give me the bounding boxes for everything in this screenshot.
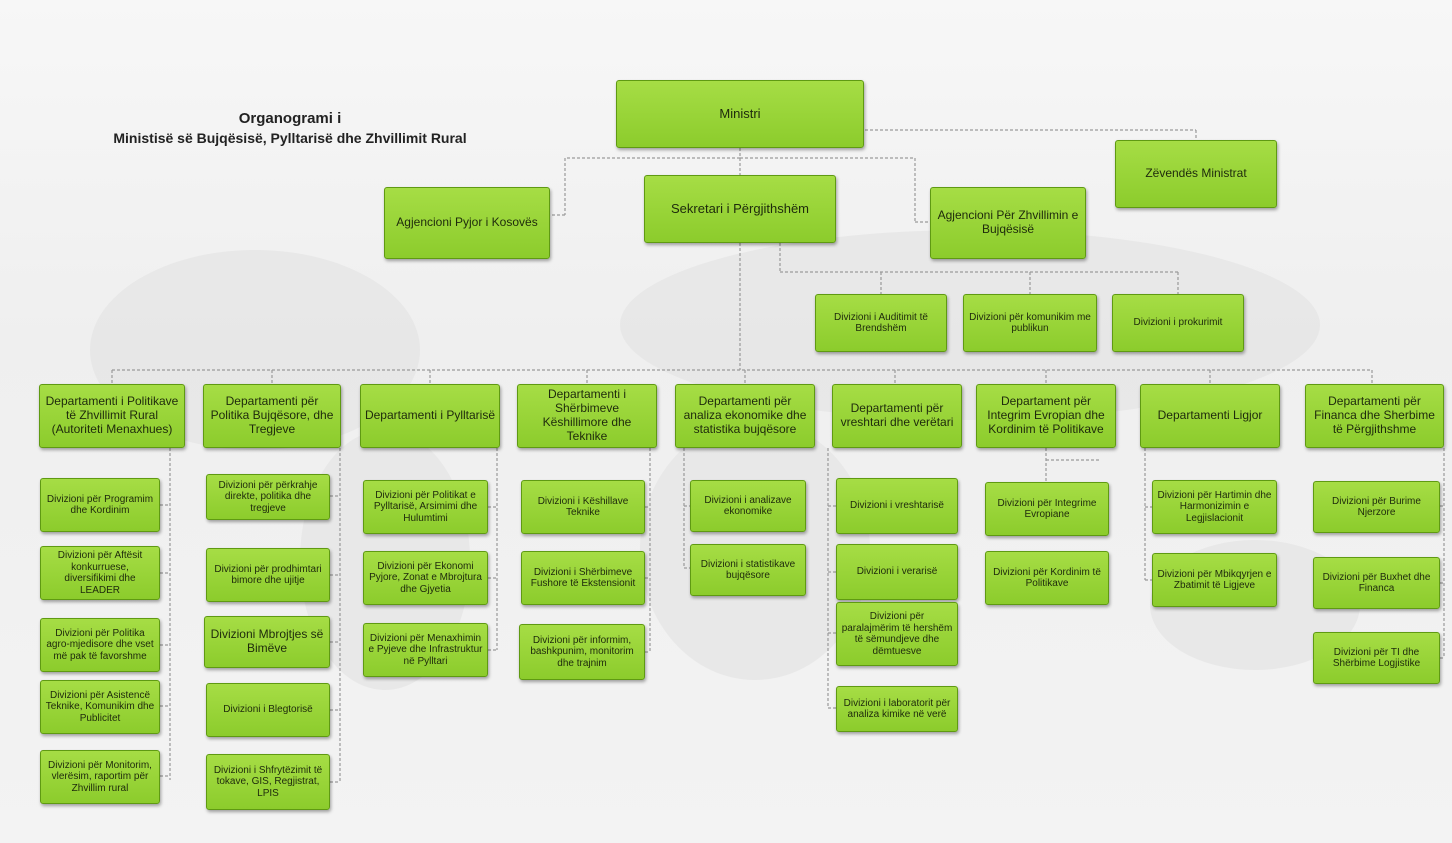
division-label: Divizioni i Blegtorisë bbox=[223, 704, 313, 716]
division-label: Divizioni i Shfrytëzimit të tokave, GIS,… bbox=[213, 764, 323, 799]
secretary-general-box: Sekretari i Përgjithshëm bbox=[644, 175, 836, 243]
division-box: Divizioni për paralajmërim të hershëm të… bbox=[836, 602, 958, 666]
department-label: Departamenti për Politika Bujqësore, dhe… bbox=[210, 394, 334, 436]
procurement-division-label: Divizioni i prokurimit bbox=[1133, 317, 1223, 329]
communication-division-label: Divizioni për komunikim me publikun bbox=[969, 311, 1091, 335]
department-label: Departamenti për Financa dhe Sherbime të… bbox=[1314, 394, 1435, 436]
division-box: Divizioni për Politikat e Pylltarisë, Ar… bbox=[363, 480, 488, 534]
department-box: Departamenti i Politikave të Zhvillimit … bbox=[39, 384, 185, 448]
division-label: Divizioni i Këshillave Teknike bbox=[537, 495, 629, 519]
agriculture-agency-box: Agjencioni Për Zhvillimin e Bujqësisë bbox=[930, 187, 1086, 259]
deputy-minister-box: Zëvendës Ministrat bbox=[1115, 140, 1277, 208]
division-label: Divizioni i statistikave bujqësore bbox=[700, 558, 796, 582]
division-label: Divizioni për informim, bashkpunim, moni… bbox=[530, 634, 634, 669]
minister-label: Ministri bbox=[719, 105, 761, 121]
division-box: Divizioni i statistikave bujqësore bbox=[690, 544, 806, 596]
division-box: Divizioni për Programim dhe Kordinim bbox=[40, 478, 160, 532]
division-box: Divizioni për informim, bashkpunim, moni… bbox=[519, 624, 645, 680]
communication-division-box: Divizioni për komunikim me publikun bbox=[963, 294, 1097, 352]
division-label: Divizioni për Burime Njerzore bbox=[1332, 495, 1421, 519]
division-label: Divizioni për Programim dhe Kordinim bbox=[46, 493, 154, 517]
audit-division-label: Divizioni i Auditimit të Brendshëm bbox=[834, 311, 928, 335]
division-label: Divizioni për prodhimtari bimore dhe uji… bbox=[214, 563, 322, 587]
division-box: Divizioni për Menaxhimin e Pyjeve dhe In… bbox=[363, 623, 488, 677]
division-label: Divizioni për Menaxhimin e Pyjeve dhe In… bbox=[368, 632, 483, 667]
department-box: Departamenti për Politika Bujqësore, dhe… bbox=[203, 384, 341, 448]
minister-box: Ministri bbox=[616, 80, 864, 148]
department-label: Departamenti i Politikave të Zhvillimit … bbox=[45, 394, 179, 436]
division-label: Divizioni i laboratorit për analiza kimi… bbox=[843, 697, 951, 721]
department-box: Departamenti i Shërbimeve Këshillimore d… bbox=[517, 384, 657, 448]
division-box: Divizioni për Buxhet dhe Financa bbox=[1313, 557, 1440, 609]
division-label: Divizioni i verarisë bbox=[856, 566, 938, 578]
division-box: Divizioni i Shfrytëzimit të tokave, GIS,… bbox=[206, 754, 330, 810]
department-box: Departamenti për analiza ekonomike dhe s… bbox=[675, 384, 815, 448]
division-box: Divizioni për Mbikqyrjen e Zbatimit të L… bbox=[1152, 553, 1277, 607]
division-box: Divizioni për Ekonomi Pyjore, Zonat e Mb… bbox=[363, 551, 488, 605]
division-label: Divizioni për Asistencë Teknike, Komunik… bbox=[45, 689, 155, 724]
division-box: Divizioni për Burime Njerzore bbox=[1313, 481, 1440, 533]
division-box: Divizioni i Blegtorisë bbox=[206, 683, 330, 737]
department-label: Departamenti i Shërbimeve Këshillimore d… bbox=[542, 387, 632, 443]
audit-division-box: Divizioni i Auditimit të Brendshëm bbox=[815, 294, 947, 352]
department-box: Departamenti për Financa dhe Sherbime të… bbox=[1305, 384, 1444, 448]
division-label: Divizioni për Kordinim të Politikave bbox=[993, 566, 1101, 590]
division-label: Divizioni për Hartimin dhe Harmonizimin … bbox=[1157, 489, 1272, 524]
deputy-minister-label: Zëvendës Ministrat bbox=[1145, 166, 1247, 181]
department-box: Departamenti Ligjor bbox=[1140, 384, 1280, 448]
agriculture-agency-label: Agjencioni Për Zhvillimin e Bujqësisë bbox=[937, 208, 1079, 236]
division-box: Divizioni për Politika agro-mjedisore dh… bbox=[40, 618, 160, 672]
department-box: Departament për Integrim Evropian dhe Ko… bbox=[976, 384, 1116, 448]
division-label: Divizioni për Ekonomi Pyjore, Zonat e Mb… bbox=[369, 560, 482, 595]
division-label: Divizioni për Buxhet dhe Financa bbox=[1322, 571, 1431, 595]
chart-title-line2: Ministisë së Bujqësisë, Pylltarisë dhe Z… bbox=[113, 130, 467, 146]
department-label: Departamenti për analiza ekonomike dhe s… bbox=[683, 394, 807, 436]
division-box: Divizioni i verarisë bbox=[836, 544, 958, 600]
division-box: Divizioni për prodhimtari bimore dhe uji… bbox=[206, 548, 330, 602]
division-box: Divizioni për Hartimin dhe Harmonizimin … bbox=[1152, 480, 1277, 534]
division-box: Divizioni për Aftësit konkurruese, diver… bbox=[40, 546, 160, 600]
division-label: Divizioni për TI dhe Shërbime Logjistike bbox=[1332, 646, 1421, 670]
division-box: Divizioni për përkrahje direkte, politik… bbox=[206, 474, 330, 520]
division-box: Divizioni Mbrojtjes së Bimëve bbox=[204, 616, 330, 668]
division-box: Divizioni për Monitorim, vlerësim, rapor… bbox=[40, 750, 160, 804]
division-label: Divizioni për Monitorim, vlerësim, rapor… bbox=[48, 759, 152, 794]
division-box: Divizioni i laboratorit për analiza kimi… bbox=[836, 686, 958, 732]
division-label: Divizioni i Shërbimeve Fushore të Eksten… bbox=[530, 566, 636, 590]
division-box: Divizioni për Asistencë Teknike, Komunik… bbox=[40, 680, 160, 734]
division-box: Divizioni i Shërbimeve Fushore të Eksten… bbox=[521, 551, 645, 605]
division-label: Divizioni Mbrojtjes së Bimëve bbox=[210, 627, 324, 655]
division-label: Divizioni i analizave ekonomike bbox=[704, 494, 792, 518]
department-label: Departamenti për vreshtari dhe verëtari bbox=[840, 401, 954, 429]
department-label: Departamenti Ligjor bbox=[1157, 408, 1263, 423]
division-label: Divizioni për Mbikqyrjen e Zbatimit të L… bbox=[1157, 568, 1272, 592]
division-box: Divizioni për Integrime Evropiane bbox=[985, 482, 1109, 536]
division-box: Divizioni për TI dhe Shërbime Logjistike bbox=[1313, 632, 1440, 684]
division-box: Divizioni për Kordinim të Politikave bbox=[985, 551, 1109, 605]
division-label: Divizioni i vreshtarisë bbox=[850, 500, 944, 512]
forest-agency-label: Agjencioni Pyjor i Kosovës bbox=[396, 215, 538, 230]
forest-agency-box: Agjencioni Pyjor i Kosovës bbox=[384, 187, 550, 259]
division-label: Divizioni për Politikat e Pylltarisë, Ar… bbox=[373, 489, 478, 524]
department-label: Departamenti i Pylltarisë bbox=[364, 408, 496, 423]
division-label: Divizioni për Integrime Evropiane bbox=[997, 497, 1097, 521]
division-box: Divizioni i Këshillave Teknike bbox=[521, 480, 645, 534]
division-label: Divizioni për Politika agro-mjedisore dh… bbox=[46, 627, 154, 662]
secretary-general-label: Sekretari i Përgjithshëm bbox=[671, 200, 809, 216]
department-label: Departament për Integrim Evropian dhe Ko… bbox=[987, 394, 1105, 436]
chart-title: Organogrami i Ministisë së Bujqësisë, Py… bbox=[40, 110, 540, 146]
division-label: Divizioni për paralajmërim të hershëm të… bbox=[841, 611, 953, 657]
procurement-division-box: Divizioni i prokurimit bbox=[1112, 294, 1244, 352]
division-label: Divizioni për përkrahje direkte, politik… bbox=[218, 479, 318, 514]
division-box: Divizioni i analizave ekonomike bbox=[690, 480, 806, 532]
chart-title-line1: Organogrami i bbox=[238, 110, 342, 127]
department-box: Departamenti për vreshtari dhe verëtari bbox=[832, 384, 962, 448]
division-label: Divizioni për Aftësit konkurruese, diver… bbox=[57, 550, 143, 596]
division-box: Divizioni i vreshtarisë bbox=[836, 478, 958, 534]
department-box: Departamenti i Pylltarisë bbox=[360, 384, 500, 448]
